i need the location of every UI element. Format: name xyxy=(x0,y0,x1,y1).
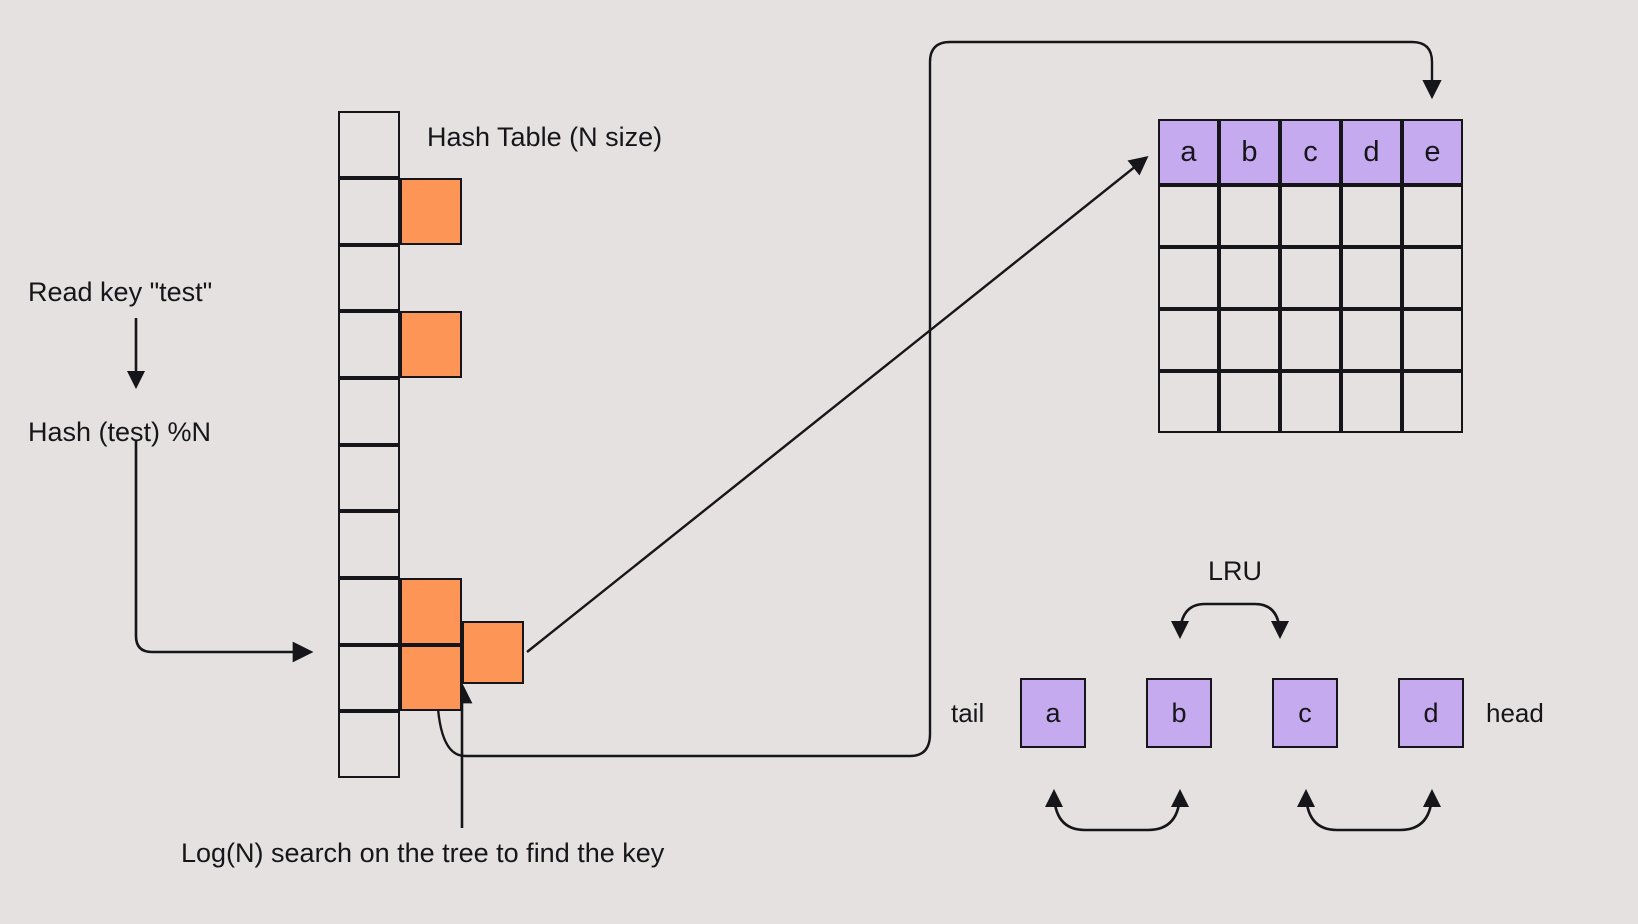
arrow-lru-to-grid xyxy=(435,40,1442,758)
grid-cell-r4c4[interactable] xyxy=(1341,371,1402,433)
grid-cell-r1c2[interactable] xyxy=(1219,185,1280,247)
chain-cell-slot1[interactable] xyxy=(400,178,462,245)
chain-cell-slot8[interactable] xyxy=(400,645,462,711)
grid-cell-r3c3[interactable] xyxy=(1280,309,1341,371)
hash-slot-7[interactable] xyxy=(338,578,400,645)
grid-header-b[interactable]: b xyxy=(1219,119,1280,185)
head-label: head xyxy=(1486,698,1544,728)
grid-header-d[interactable]: d xyxy=(1341,119,1402,185)
grid-cell-r2c3[interactable] xyxy=(1280,247,1341,309)
lru-node-c[interactable]: c xyxy=(1272,678,1338,748)
arrow-lru-forward-b xyxy=(1170,602,1290,640)
arrow-lru-back-ab xyxy=(1044,788,1190,832)
hash-slot-5[interactable] xyxy=(338,445,400,511)
tree-search-caption: Log(N) search on the tree to find the ke… xyxy=(181,838,665,868)
grid-cell-r2c2[interactable] xyxy=(1219,247,1280,309)
grid-cell-r1c1[interactable] xyxy=(1158,185,1219,247)
grid-cell-r3c4[interactable] xyxy=(1341,309,1402,371)
grid-header-c[interactable]: c xyxy=(1280,119,1341,185)
read-key-label: Read key "test" xyxy=(28,277,213,307)
hash-slot-9[interactable] xyxy=(338,711,400,778)
grid-cell-r2c4[interactable] xyxy=(1341,247,1402,309)
chain-cell-slot8-child[interactable] xyxy=(462,621,524,684)
grid-cell-r1c5[interactable] xyxy=(1402,185,1463,247)
arrow-hash-to-slot xyxy=(134,440,314,663)
hash-slot-3[interactable] xyxy=(338,311,400,378)
hash-table-title: Hash Table (N size) xyxy=(427,122,663,152)
hash-slot-6[interactable] xyxy=(338,511,400,578)
hash-slot-4[interactable] xyxy=(338,378,400,445)
grid-cell-r1c4[interactable] xyxy=(1341,185,1402,247)
grid-header-e[interactable]: e xyxy=(1402,119,1463,185)
grid-cell-r3c5[interactable] xyxy=(1402,309,1463,371)
hash-function-label: Hash (test) %N xyxy=(28,417,212,447)
grid-cell-r3c2[interactable] xyxy=(1219,309,1280,371)
grid-cell-r3c1[interactable] xyxy=(1158,309,1219,371)
arrow-chain-to-grid xyxy=(526,156,1149,653)
grid-cell-r2c1[interactable] xyxy=(1158,247,1219,309)
hash-slot-8[interactable] xyxy=(338,645,400,711)
chain-cell-slot3[interactable] xyxy=(400,311,462,378)
arrow-lru-back-cd xyxy=(1296,788,1442,832)
lru-node-b[interactable]: b xyxy=(1146,678,1212,748)
grid-cell-r2c5[interactable] xyxy=(1402,247,1463,309)
chain-cell-slot7[interactable] xyxy=(400,578,462,645)
grid-cell-r4c5[interactable] xyxy=(1402,371,1463,433)
lru-node-d[interactable]: d xyxy=(1398,678,1464,748)
grid-header-a[interactable]: a xyxy=(1158,119,1219,185)
grid-cell-r4c3[interactable] xyxy=(1280,371,1341,433)
hash-slot-1[interactable] xyxy=(338,178,400,245)
grid-cell-r4c1[interactable] xyxy=(1158,371,1219,433)
hash-slot-2[interactable] xyxy=(338,245,400,311)
lru-node-a[interactable]: a xyxy=(1020,678,1086,748)
grid-cell-r1c3[interactable] xyxy=(1280,185,1341,247)
grid-cell-r4c2[interactable] xyxy=(1219,371,1280,433)
hash-slot-0[interactable] xyxy=(338,111,400,178)
tail-label: tail xyxy=(951,698,985,728)
lru-label: LRU xyxy=(1208,556,1263,586)
